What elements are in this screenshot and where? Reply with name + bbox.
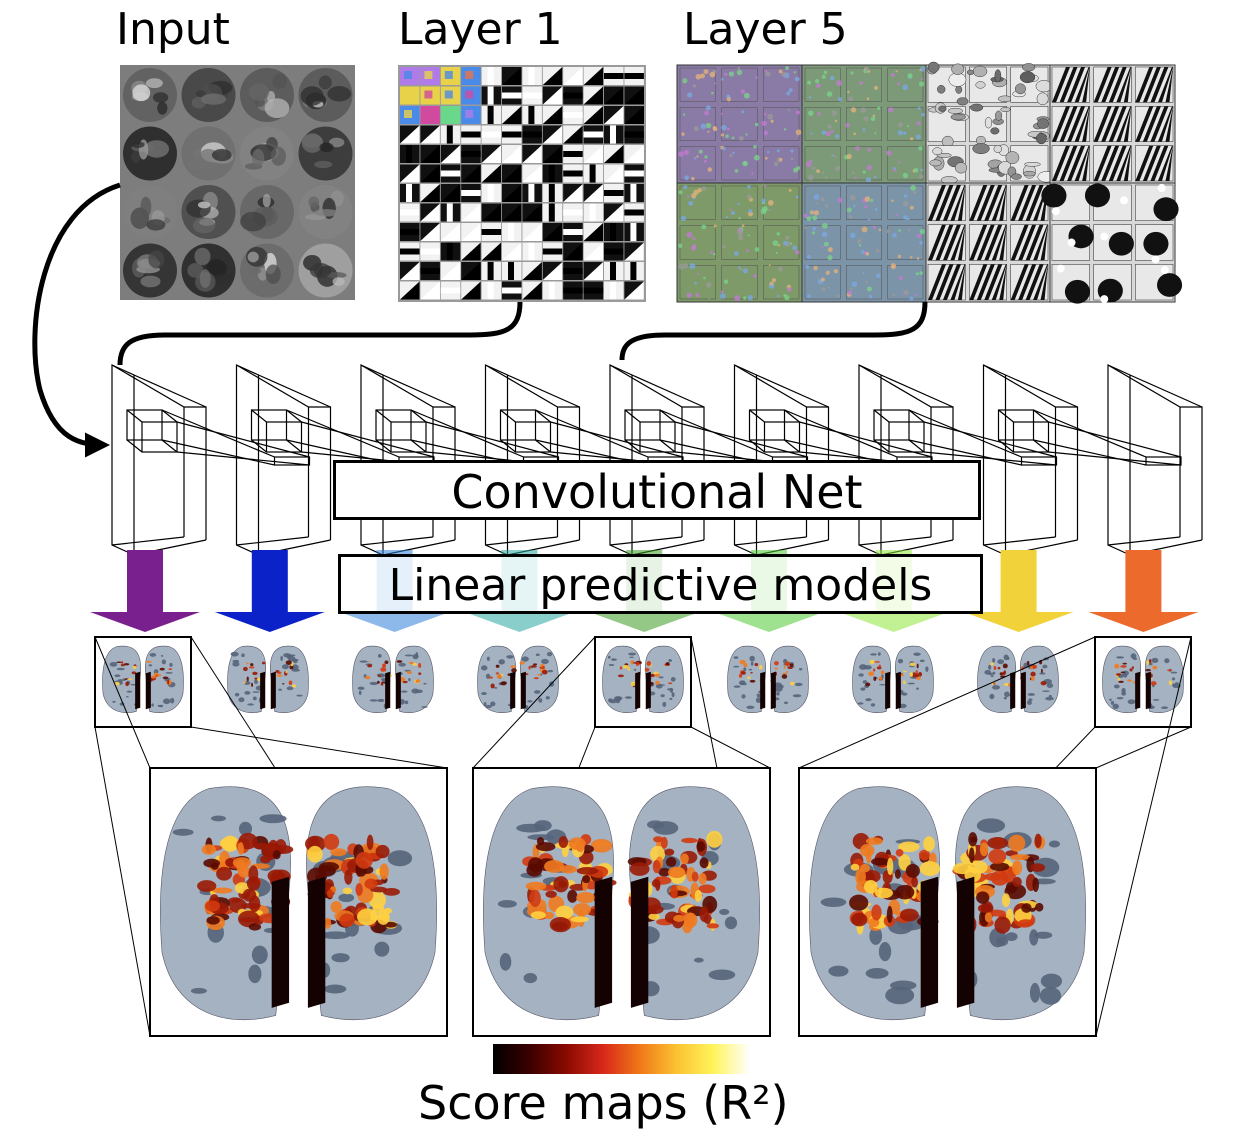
conv-layer xyxy=(111,364,311,556)
zoom-highlight-box xyxy=(94,636,192,728)
layer1-label: Layer 1 xyxy=(398,4,563,55)
brain-surface xyxy=(852,645,934,713)
brain-surface xyxy=(477,645,559,713)
linear-models-label: Linear predictive models xyxy=(338,554,983,614)
brain-surface xyxy=(160,786,437,1021)
input-photo xyxy=(123,68,177,122)
conv-net-label: Convolutional Net xyxy=(333,460,981,520)
conv-layer xyxy=(982,364,1182,556)
brain-surface xyxy=(727,645,809,713)
brain-surface xyxy=(809,786,1086,1021)
layer-arrow xyxy=(214,550,325,632)
layer1-connector-curve xyxy=(117,301,523,366)
brain-surface xyxy=(227,645,309,713)
zoom-highlight-box xyxy=(1094,636,1192,728)
layer1-filter-grid xyxy=(398,65,646,302)
input-photo xyxy=(298,68,353,122)
large-score-maps xyxy=(149,767,1097,1037)
layer-arrow xyxy=(1088,550,1199,632)
score-colorbar xyxy=(493,1044,750,1074)
brain-surface xyxy=(352,645,434,713)
input-image-grid xyxy=(120,65,355,300)
brain-surface xyxy=(1102,645,1184,713)
small-score-maps xyxy=(94,636,1192,728)
input-connector-curve xyxy=(32,182,121,458)
layer-arrow xyxy=(963,550,1074,632)
colorbar-label: Score maps (R²) xyxy=(418,1076,789,1130)
brain-surface xyxy=(102,645,184,713)
brain-surface xyxy=(977,645,1059,713)
input-label: Input xyxy=(116,4,230,55)
brain-surface xyxy=(602,645,684,713)
layer-arrow xyxy=(90,550,200,632)
layer5-label: Layer 5 xyxy=(683,4,848,55)
brain-surface xyxy=(483,786,760,1021)
zoom-highlight-box xyxy=(594,636,692,728)
layer5-filter-grid xyxy=(676,61,1183,304)
layer5-connector-curve xyxy=(619,301,928,361)
